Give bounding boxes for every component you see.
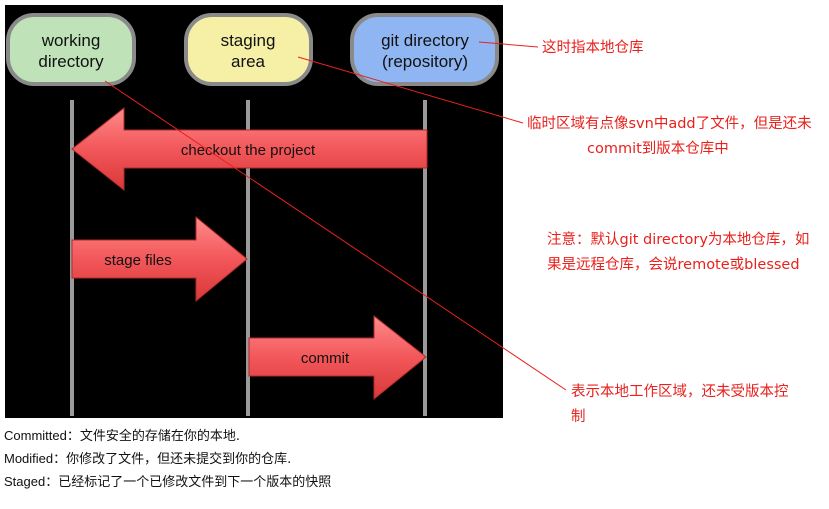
staging-node-line2: area (231, 52, 266, 71)
annotation-working-line1: 表示本地工作区域，还未受版本控 (571, 384, 789, 400)
git-lifeline (423, 100, 427, 416)
stage-arrow-label: stage files (104, 252, 172, 269)
annotation-git-directory-note: 注意：默认git directory为本地仓库，如 果是远程仓库，会说remot… (547, 228, 809, 278)
commit-arrow-label: commit (301, 350, 350, 367)
annotation-working-area: 表示本地工作区域，还未受版本控 制 (571, 380, 789, 430)
commit-arrow: commit (248, 314, 427, 401)
checkout-arrow-label: checkout the project (181, 142, 316, 159)
leader-line-git (478, 41, 539, 48)
annotation-local-repo-text: 这时指本地仓库 (542, 40, 644, 56)
annotation-staging-line2: commit到版本仓库中 (587, 141, 729, 157)
git-node-line2: (repository) (382, 52, 468, 71)
legend-committed: Committed：文件安全的存储在你的本地. (4, 425, 240, 444)
legend-staged-text: 已经标记了一个已修改文件到下一个版本的快照 (58, 475, 332, 490)
legend-committed-text: 文件安全的存储在你的本地. (79, 429, 240, 444)
git-directory-node: git directory (repository) (350, 13, 499, 86)
annotation-staging-explain: 临时区域有点像svn中add了文件，但是还未 commit到版本仓库中 (527, 112, 812, 162)
annotation-git-line2: 果是远程仓库，会说remote或blessed (547, 257, 800, 273)
annotation-git-line1: 注意：默认git directory为本地仓库，如 (547, 232, 810, 248)
annotation-working-line2: 制 (571, 409, 586, 425)
legend-staged-term: Staged： (4, 474, 59, 489)
working-directory-node: working directory (6, 13, 136, 86)
stage-files-arrow: stage files (71, 215, 248, 303)
legend-modified-text: 你修改了文件，但还未提交到你的仓库. (66, 452, 292, 467)
annotation-staging-line1: 临时区域有点像svn中add了文件，但是还未 (527, 116, 812, 132)
annotation-local-repo: 这时指本地仓库 (542, 36, 644, 61)
legend-committed-term: Committed： (4, 428, 80, 443)
leader-line-staging (297, 56, 524, 124)
legend-modified-term: Modified： (4, 451, 67, 466)
git-node-line1: git directory (381, 31, 469, 50)
working-node-line1: working (41, 31, 101, 50)
working-node-line2: directory (38, 52, 104, 71)
legend-modified: Modified：你修改了文件，但还未提交到你的仓库. (4, 448, 291, 467)
staging-node-line1: staging (221, 31, 276, 50)
staging-area-node: staging area (184, 13, 313, 86)
staging-lifeline (246, 100, 250, 416)
legend-staged: Staged：已经标记了一个已修改文件到下一个版本的快照 (4, 471, 331, 490)
leader-line-working (104, 80, 567, 391)
